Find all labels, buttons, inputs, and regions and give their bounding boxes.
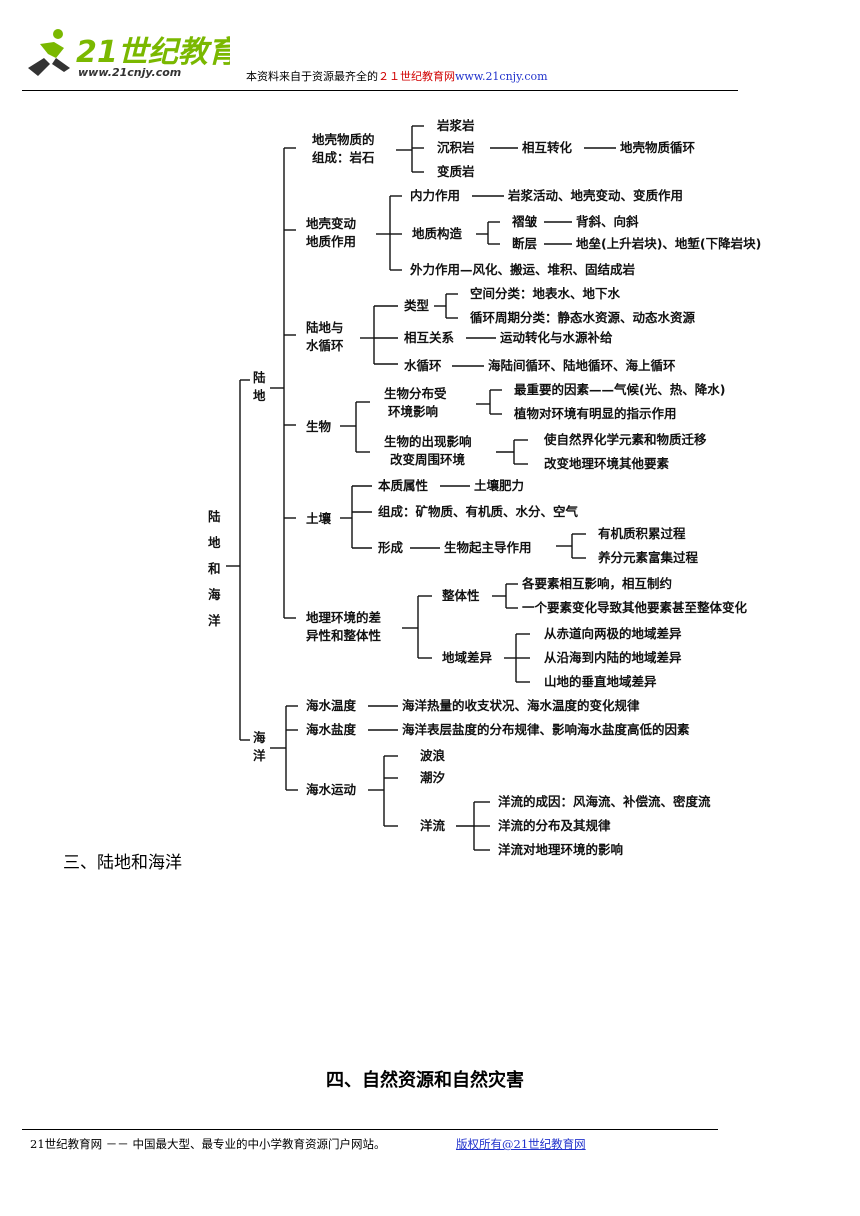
- footer-text: 21世纪教育网 －－ 中国最大型、最专业的中小学教育资源门户网站。: [30, 1137, 386, 1151]
- rock-transform: 相互转化: [522, 140, 573, 155]
- rock-metamorphic: 变质岩: [437, 164, 475, 179]
- ocean-temp-desc: 海洋热量的收支状况、海水温度的变化规律: [402, 698, 640, 713]
- env-whole: 整体性: [442, 588, 480, 603]
- root-char-1: 陆: [208, 509, 221, 524]
- fold-desc: 背斜、向斜: [576, 214, 639, 229]
- soil-c1: 有机质积累过程: [598, 526, 686, 541]
- logo-graphic: 21世纪教育 www.21cnjy.com: [28, 29, 243, 79]
- bio-b2: 改变地理环境其他要素: [544, 456, 670, 471]
- section-heading-3: 三、陆地和海洋: [63, 853, 182, 873]
- env-line1: 地理环境的差: [306, 610, 381, 625]
- header-source: 本资料来自于资源最齐全的２１世纪教育网www.21cnjy.com: [246, 68, 548, 84]
- bio-a-line2: 环境影响: [388, 404, 438, 419]
- water-type-cycle: 循环周期分类：静态水资源、动态水资源: [470, 310, 696, 325]
- ocean-temp: 海水温度: [306, 698, 357, 713]
- env-diff-b: 从沿海到内陆的地域差异: [544, 650, 682, 665]
- land-char-1: 陆: [253, 370, 266, 385]
- water-line1: 陆地与: [306, 320, 344, 335]
- logo-text: 21世纪教育: [76, 35, 230, 70]
- fault-desc: 地垒(上升岩块)、地堑(下降岩块): [576, 236, 761, 251]
- ocean-current-a: 洋流的成因：风海流、补偿流、密度流: [498, 794, 711, 809]
- water-type: 类型: [404, 298, 430, 313]
- water-relation-desc: 运动转化与水源补给: [500, 330, 613, 345]
- rock-sedimentary: 沉积岩: [437, 140, 475, 155]
- ocean-char-2: 洋: [253, 748, 266, 763]
- soil-nature-desc: 土壤肥力: [474, 478, 524, 493]
- env-whole-b: 一个要素变化导致其他要素甚至整体变化: [522, 600, 748, 615]
- bio-b-line1: 生物的出现影响: [384, 434, 472, 449]
- soil-composition: 组成：矿物质、有机质、水分、空气: [378, 504, 579, 519]
- ocean-motion: 海水运动: [306, 782, 357, 797]
- header-url[interactable]: www.21cnjy.com: [455, 70, 548, 83]
- header-prefix: 本资料来自于资源最齐全的: [246, 70, 378, 83]
- water-cycle-desc: 海陆间循环、陆地循环、海上循环: [488, 358, 676, 373]
- fault: 断层: [512, 236, 538, 251]
- ocean-salinity-desc: 海洋表层盐度的分布规律、影响海水盐度高低的因素: [402, 722, 690, 737]
- water-cycle: 水循环: [404, 358, 442, 373]
- env-line2: 异性和整体性: [306, 628, 382, 643]
- site-logo: 21世纪教育 www.21cnjy.com: [20, 24, 243, 84]
- ocean-current: 洋流: [420, 818, 446, 833]
- ocean-current-b: 洋流的分布及其规律: [498, 818, 611, 833]
- external-force: 外力作用—风化、搬运、堆积、固结成岩: [409, 262, 636, 277]
- ocean-wave: 波浪: [420, 748, 446, 763]
- geo-structure: 地质构造: [412, 226, 463, 241]
- root-char-4: 海: [208, 587, 221, 602]
- footer-divider: [22, 1129, 718, 1130]
- env-diff-a: 从赤道向两极的地域差异: [544, 626, 682, 641]
- env-diff-c: 山地的垂直地域差异: [544, 674, 657, 689]
- root-char-5: 洋: [208, 613, 221, 628]
- bio-a2: 植物对环境有明显的指示作用: [513, 406, 677, 421]
- header-site[interactable]: ２１世纪教育网: [378, 70, 455, 83]
- water-line2: 水循环: [306, 338, 344, 353]
- soil-formation-desc: 生物起主导作用: [444, 540, 532, 555]
- bio: 生物: [306, 419, 332, 434]
- root-char-3: 和: [207, 561, 221, 576]
- soil-formation: 形成: [378, 540, 404, 555]
- header-divider: [22, 90, 738, 91]
- internal-force: 内力作用: [410, 188, 460, 203]
- rock-cycle: 地壳物质循环: [620, 140, 696, 155]
- bio-a1: 最重要的因素——气候(光、热、降水): [514, 382, 725, 397]
- root-label: 陆 地 和 海 洋: [207, 509, 221, 628]
- ocean-tide: 潮汐: [420, 770, 446, 785]
- fold: 褶皱: [512, 214, 538, 229]
- land-char-2: 地: [253, 388, 266, 403]
- root-char-2: 地: [208, 535, 221, 550]
- env-diff: 地域差异: [442, 650, 493, 665]
- water-type-space: 空间分类：地表水、地下水: [470, 286, 621, 301]
- ocean-salinity: 海水盐度: [306, 722, 357, 737]
- rock-group-line1: 地壳物质的: [312, 132, 375, 147]
- bio-b-line2: 改变周围环境: [390, 452, 466, 467]
- logo-leg2: [52, 58, 70, 72]
- soil-c2: 养分元素富集过程: [597, 550, 699, 565]
- crust-line1: 地壳变动: [306, 216, 357, 231]
- rock-group-line2: 组成：岩石: [312, 150, 375, 165]
- rock-igneous: 岩浆岩: [436, 118, 475, 133]
- bio-b1: 使自然界化学元素和物质迁移: [543, 432, 707, 447]
- internal-force-desc: 岩浆活动、地壳变动、变质作用: [507, 188, 683, 203]
- ocean-current-c: 洋流对地理环境的影响: [498, 842, 623, 857]
- logo-head: [53, 29, 63, 39]
- water-relation: 相互关系: [404, 330, 455, 345]
- logo-body: [40, 42, 64, 58]
- soil-nature: 本质属性: [378, 478, 429, 493]
- env-whole-a: 各要素相互影响，相互制约: [521, 576, 672, 591]
- footer-copyright-link[interactable]: 版权所有@21世纪教育网: [456, 1137, 586, 1151]
- section-heading-4: 四、自然资源和自然灾害: [326, 1070, 524, 1091]
- crust-line2: 地质作用: [306, 234, 356, 249]
- logo-url: www.21cnjy.com: [78, 66, 181, 79]
- ocean-char-1: 海: [253, 730, 266, 745]
- bio-a-line1: 生物分布受: [384, 386, 447, 401]
- logo-leg: [28, 58, 50, 76]
- soil: 土壤: [306, 511, 332, 526]
